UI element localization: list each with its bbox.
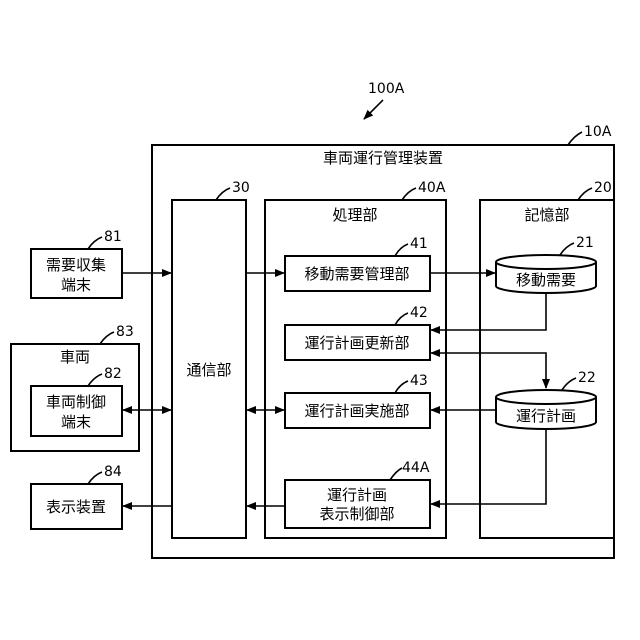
figure-ref-label: 100A: [368, 81, 405, 97]
block-43-ref: 43: [410, 373, 428, 389]
comm-unit-label: 通信部: [186, 361, 231, 379]
device-ref: 10A: [584, 124, 612, 140]
vehicle-terminal-line2: 端末: [61, 413, 91, 431]
vehicle-terminal-line1: 車両制御: [46, 393, 106, 411]
block-44a-label-line1: 運行計画: [327, 486, 387, 504]
demand-terminal-line1: 需要収集: [46, 256, 106, 274]
vehicle-terminal-ref: 82: [104, 366, 122, 382]
block-42-ref: 42: [410, 305, 428, 321]
processing-ref: 40A: [418, 180, 446, 196]
block-42-label: 運行計画更新部: [304, 334, 409, 352]
vehicle-ref: 83: [116, 324, 134, 340]
block-44a-label-line2: 表示制御部: [319, 505, 394, 523]
comm-ref: 30: [232, 180, 250, 196]
database-22-label: 運行計画: [516, 407, 576, 425]
display-device-ref-leader: [88, 472, 102, 484]
block-44a-ref: 44A: [402, 460, 430, 476]
processing-unit-label: 処理部: [332, 206, 377, 224]
display-device-ref: 84: [104, 464, 122, 480]
block-41-label: 移動需要管理部: [304, 265, 409, 283]
vehicle-label: 車両: [60, 348, 90, 366]
demand-terminal-line2: 端末: [61, 276, 91, 294]
device-ref-leader: [568, 132, 582, 145]
database-22-ref: 22: [578, 370, 596, 386]
block-43-label: 運行計画実施部: [304, 402, 409, 420]
block-41-ref: 41: [410, 236, 428, 252]
database-21-label: 移動需要: [516, 271, 576, 289]
demand-terminal-ref-leader: [88, 237, 102, 249]
storage-ref: 20: [594, 180, 612, 196]
demand-terminal-ref: 81: [104, 229, 122, 245]
figure-ref-arrow: [364, 100, 383, 119]
storage-unit-box: [480, 200, 614, 538]
vehicle-ref-leader: [100, 332, 114, 344]
storage-unit-label: 記憶部: [524, 206, 569, 224]
display-device-label: 表示装置: [46, 498, 106, 516]
device-title: 車両運行管理装置: [323, 149, 443, 167]
database-21-ref: 21: [576, 235, 594, 251]
